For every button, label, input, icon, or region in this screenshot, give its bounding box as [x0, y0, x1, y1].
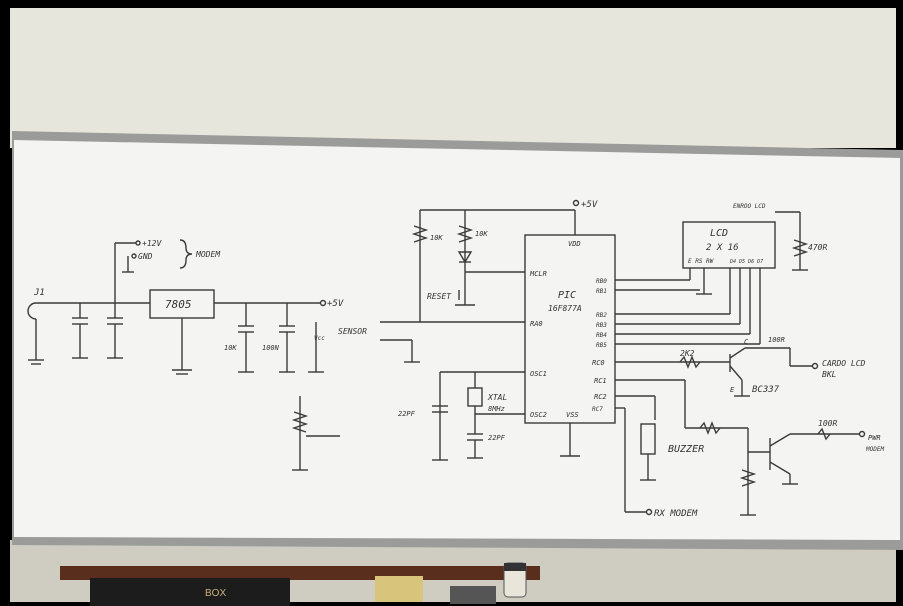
- book-label: BOX: [205, 588, 226, 599]
- schematic-drawing: [27, 199, 866, 516]
- label-pic-model: 16F877A: [548, 304, 582, 313]
- whiteboard: [14, 140, 900, 540]
- label-plus12v: +12V: [142, 239, 162, 248]
- label-res-10k-b: 10K: [475, 230, 488, 238]
- label-pic: PIC: [558, 290, 576, 301]
- label-rb5: RB5: [596, 342, 607, 349]
- label-470r: 470R: [808, 243, 827, 252]
- book: [90, 578, 290, 606]
- label-cap-100n: 100N: [262, 344, 280, 352]
- label-bc337: BC337: [752, 385, 780, 395]
- label-cap-22pf-a: 22PF: [398, 410, 416, 418]
- label-buzzer: BUZZER: [668, 444, 704, 455]
- label-rc7: RC7: [592, 406, 603, 413]
- label-cap-22pf-b: 22PF: [488, 434, 506, 442]
- label-mclr: MCLR: [529, 270, 547, 278]
- label-lcd-header: ENROO LCD: [733, 203, 766, 210]
- label-transistor-e: E: [730, 386, 735, 394]
- label-vdd: VDD: [568, 240, 581, 248]
- label-sensor: SENSOR: [338, 327, 367, 336]
- device: [450, 586, 496, 604]
- small-box: [375, 576, 423, 602]
- wall: [10, 8, 896, 148]
- marker-ledge: [60, 566, 540, 580]
- label-100r-a: 100R: [768, 336, 785, 344]
- label-card-lcd: CARDO LCD: [822, 359, 866, 368]
- label-rb0: RB0: [596, 278, 607, 285]
- label-cap-10k: 10K: [224, 344, 237, 352]
- schematic-labels: J1 7805 +5V 10K 100N Vcc +12V GND MODEM …: [33, 200, 884, 519]
- label-vss: VSS: [566, 411, 579, 419]
- label-rb2: RB2: [596, 312, 607, 319]
- label-res-10k-a: 10K: [430, 234, 443, 242]
- label-modem: MODEM: [195, 250, 221, 259]
- label-2k2: 2K2: [680, 349, 695, 358]
- label-rc2: RC2: [594, 393, 607, 401]
- label-reset: RESET: [427, 292, 452, 301]
- label-pwr-modem: MODEM: [865, 446, 884, 453]
- label-lcd-data: D4 D5 D6 D7: [729, 259, 763, 265]
- label-lcd-size: 2 X 16: [706, 243, 739, 253]
- label-osc1: OSC1: [530, 370, 547, 378]
- label-rb4: RB4: [596, 332, 607, 339]
- label-transistor-c: C: [744, 338, 749, 346]
- label-rb3: RB3: [596, 322, 607, 329]
- label-osc2: OSC2: [530, 411, 547, 419]
- label-bkl: BKL: [822, 370, 837, 379]
- label-j1: J1: [33, 288, 45, 298]
- label-ra0: RA0: [530, 320, 543, 328]
- label-pwr: PWR: [868, 434, 881, 442]
- label-rc1: RC1: [594, 377, 607, 385]
- label-lcd: LCD: [710, 228, 728, 239]
- label-gnd: GND: [138, 252, 153, 261]
- label-small-vcc: Vcc: [314, 335, 325, 342]
- label-rx-modem: RX MODEM: [654, 509, 698, 519]
- label-xtal: XTAL: [487, 393, 507, 402]
- label-7805: 7805: [165, 298, 192, 311]
- label-rb1: RB1: [596, 288, 607, 295]
- label-plus5v-top: +5V: [581, 200, 598, 210]
- label-rc0: RC0: [592, 359, 605, 367]
- label-xtal-freq: 8MHz: [488, 405, 505, 413]
- label-plus5v-left: +5V: [327, 299, 344, 309]
- label-100r-b: 100R: [818, 419, 837, 428]
- label-lcd-pins: E RS RW: [688, 258, 715, 265]
